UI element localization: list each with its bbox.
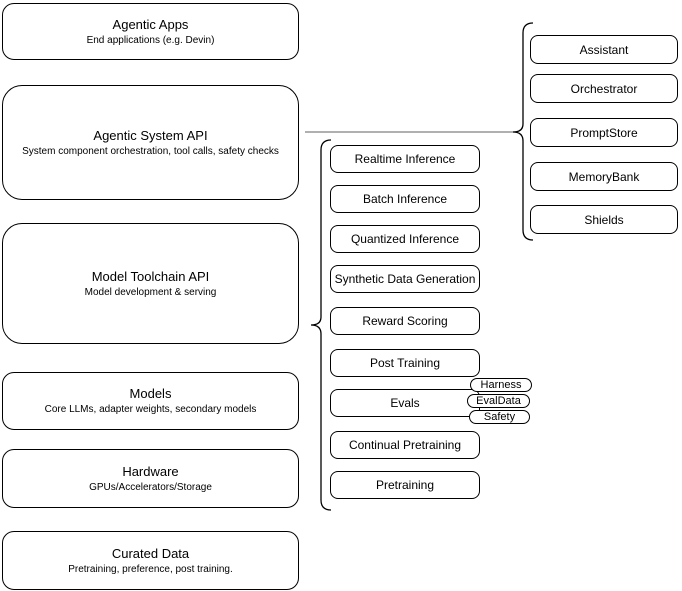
component-promptstore: PromptStore [530,118,678,147]
component-shields: Shields [530,205,678,234]
box-title: Curated Data [111,545,190,561]
component-label: Evals [390,396,420,410]
component-label: Orchestrator [570,81,638,96]
box-models: Models Core LLMs, adapter weights, secon… [2,372,299,430]
component-post-training: Post Training [330,349,480,377]
box-subtitle: End applications (e.g. Devin) [86,34,215,46]
component-label: Quantized Inference [350,232,460,246]
component-label: Post Training [369,356,441,370]
component-label: Realtime Inference [354,152,456,166]
box-subtitle: GPUs/Accelerators/Storage [89,481,212,493]
box-subtitle: System component orchestration, tool cal… [22,145,279,157]
box-subtitle: Model development & serving [84,286,217,298]
box-subtitle: Pretraining, preference, post training. [68,563,233,575]
component-orchestrator: Orchestrator [530,74,678,103]
box-curated-data: Curated Data Pretraining, preference, po… [2,531,299,590]
component-realtime-inference: Realtime Inference [330,145,480,173]
component-label: PromptStore [570,125,638,140]
component-label: Batch Inference [362,192,448,206]
component-synthetic-data-generation: Synthetic Data Generation [330,265,480,293]
box-title: Model Toolchain API [91,268,210,284]
component-label: Shields [584,212,624,227]
box-hardware: Hardware GPUs/Accelerators/Storage [2,449,299,508]
component-label: MemoryBank [568,169,640,184]
system-components-brace [512,22,534,241]
component-label: Synthetic Data Generation [334,272,476,286]
box-agentic-system-api: Agentic System API System component orch… [2,85,299,200]
component-continual-pretraining: Continual Pretraining [330,431,480,459]
component-label: Continual Pretraining [348,438,462,452]
component-quantized-inference: Quantized Inference [330,225,480,253]
box-subtitle: Core LLMs, adapter weights, secondary mo… [44,404,257,415]
component-label: Assistant [579,42,629,57]
eval-tag-label: EvalData [476,395,521,407]
eval-tag-label: Safety [483,411,516,423]
component-reward-scoring: Reward Scoring [330,307,480,335]
component-evals: Evals [330,389,480,417]
box-model-toolchain-api: Model Toolchain API Model development & … [2,223,299,344]
component-assistant: Assistant [530,35,678,64]
eval-tag-evaldata: EvalData [467,394,530,408]
component-pretraining: Pretraining [330,471,480,499]
eval-tag-harness: Harness [470,378,532,392]
component-label: Pretraining [375,478,435,492]
component-label: Reward Scoring [362,314,448,328]
box-title: Agentic System API [93,127,208,143]
toolchain-components-brace [310,139,332,511]
box-title: Hardware [122,463,179,479]
component-memorybank: MemoryBank [530,162,678,191]
eval-tag-label: Harness [480,379,522,391]
box-title: Agentic Apps [112,16,189,32]
box-title: Models [129,386,172,401]
component-batch-inference: Batch Inference [330,185,480,213]
eval-tag-safety: Safety [469,410,530,424]
box-agentic-apps: Agentic Apps End applications (e.g. Devi… [2,3,299,60]
